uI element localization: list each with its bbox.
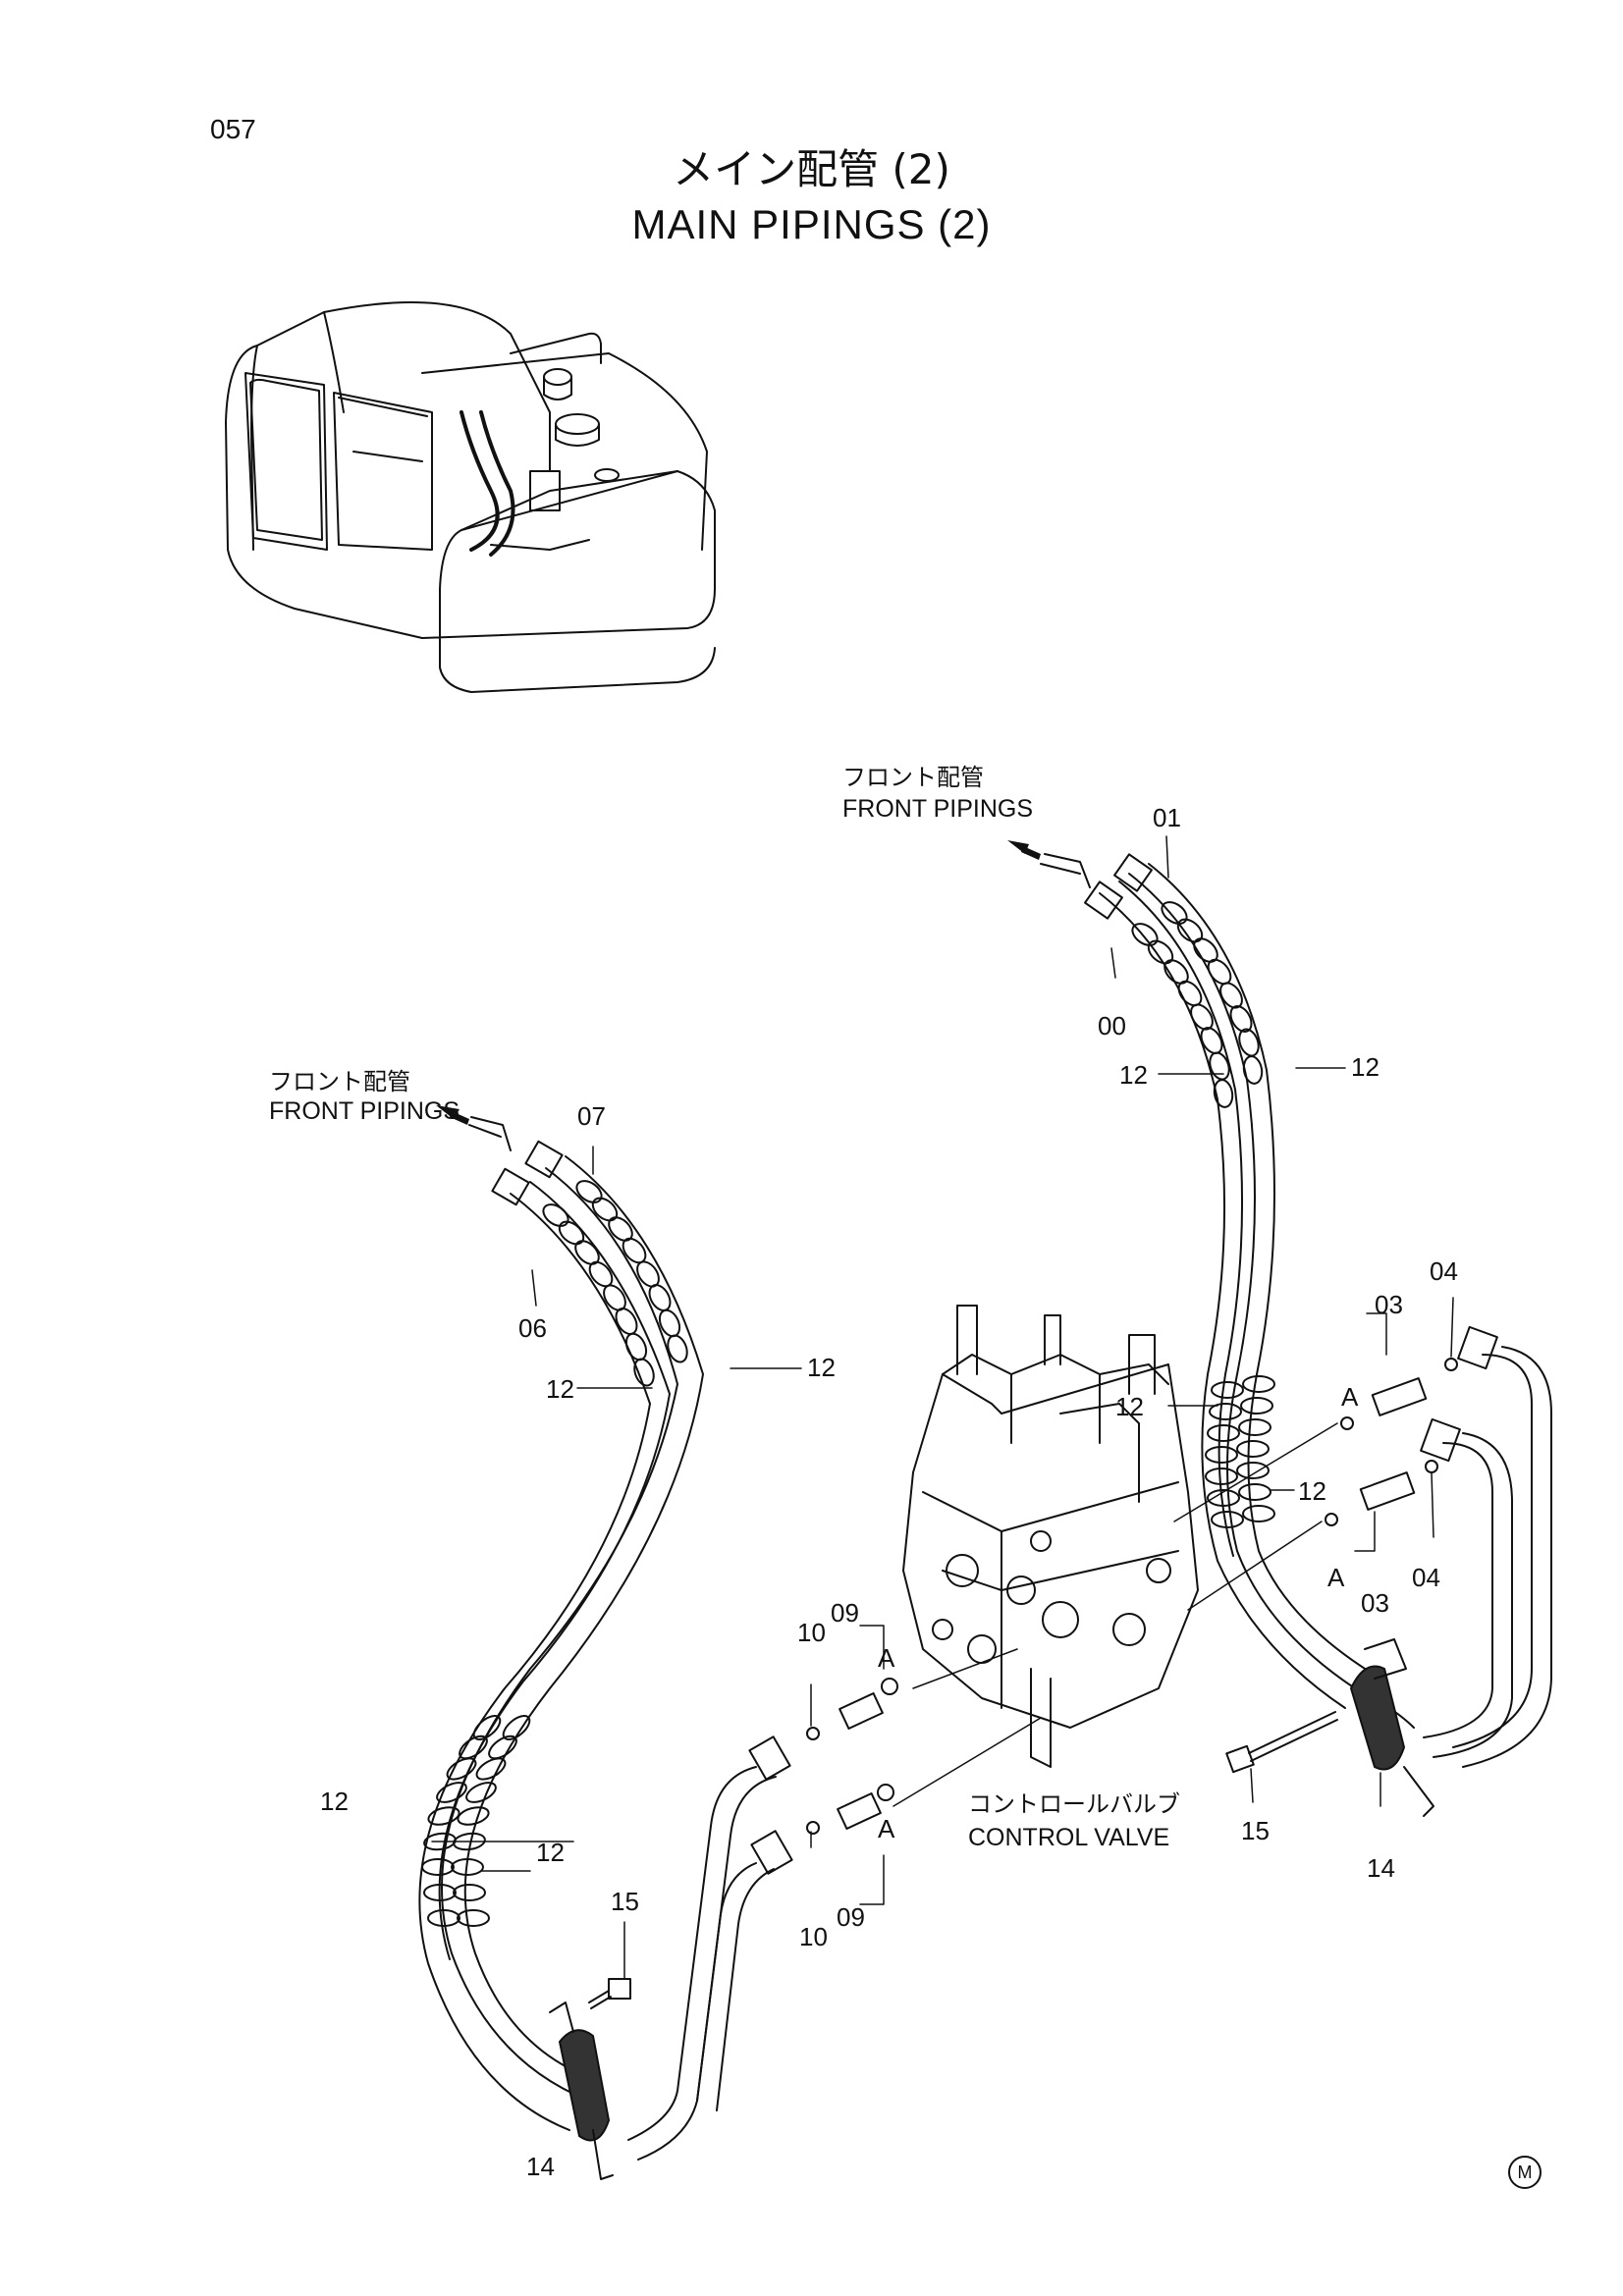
part-number-leaders [431, 835, 1454, 1980]
part-number-12-f: 12 [807, 1353, 836, 1382]
part-number-03-b: 03 [1361, 1588, 1389, 1618]
part-number-15-b: 15 [611, 1887, 639, 1916]
control-valve-label-ja: コントロールバルブ [968, 1790, 1180, 1818]
elbow-hoses-right [1420, 1325, 1552, 1768]
front-pipings-label-ja-right: フロント配管 [842, 764, 984, 791]
part-number-12-b: 12 [1351, 1052, 1380, 1082]
page-title-japanese: メイン配管 (2) [673, 145, 950, 193]
part-number-12-e: 12 [546, 1374, 574, 1404]
front-pipings-arrow-right [1007, 840, 1041, 860]
elbow-hoses-left [627, 1735, 793, 2161]
part-number-07: 07 [577, 1101, 606, 1131]
page-title-english: MAIN PIPINGS (2) [631, 201, 992, 247]
part-number-12-h: 12 [536, 1838, 565, 1867]
front-pipings-arrow-left [436, 1105, 469, 1125]
fittings-left [806, 1678, 898, 1835]
fittings-right [1325, 1358, 1458, 1526]
hose-assembly-left [418, 1140, 704, 2131]
clamp-right [1350, 1638, 1434, 1817]
page-number: 057 [210, 114, 256, 144]
view-marker-a-4: A [878, 1814, 895, 1843]
bolt-left [588, 1978, 631, 2009]
part-number-12-c: 12 [1115, 1392, 1144, 1421]
hose-assembly-right [1084, 853, 1415, 1729]
part-number-12-g: 12 [320, 1787, 349, 1816]
part-number-03-a: 03 [1375, 1290, 1403, 1319]
excavator-locator-illustration [225, 301, 716, 693]
clamp-left [549, 2002, 614, 2180]
front-pipings-label-en-left: FRONT PIPINGS [269, 1097, 460, 1125]
part-number-14-b: 14 [526, 2152, 555, 2181]
leader-lines-control-valve [893, 1422, 1338, 1807]
corner-mark: M [1508, 2156, 1542, 2189]
view-marker-a-2: A [1327, 1563, 1345, 1592]
view-marker-a-3: A [878, 1643, 895, 1673]
part-number-10-a: 10 [797, 1618, 826, 1647]
part-number-12-d: 12 [1298, 1476, 1326, 1506]
part-number-10-b: 10 [799, 1922, 828, 1951]
part-number-04-a: 04 [1430, 1256, 1458, 1286]
control-valve-label-en: CONTROL VALVE [968, 1824, 1170, 1851]
part-number-00: 00 [1098, 1011, 1126, 1041]
front-pipings-label-ja-left: フロント配管 [269, 1068, 410, 1095]
part-number-06: 06 [518, 1313, 547, 1343]
front-pipings-label-en-right: FRONT PIPINGS [842, 795, 1034, 823]
part-number-15-a: 15 [1241, 1816, 1270, 1845]
part-number-14-a: 14 [1367, 1853, 1395, 1883]
bolt-right [1225, 1711, 1338, 1774]
part-number-04-b: 04 [1412, 1563, 1440, 1592]
part-number-09-a: 09 [831, 1598, 859, 1628]
part-number-12-a: 12 [1119, 1060, 1148, 1090]
part-number-09-b: 09 [837, 1902, 865, 1932]
view-marker-a-1: A [1341, 1382, 1359, 1412]
control-valve-body [902, 1305, 1199, 1768]
part-number-01: 01 [1153, 803, 1181, 832]
